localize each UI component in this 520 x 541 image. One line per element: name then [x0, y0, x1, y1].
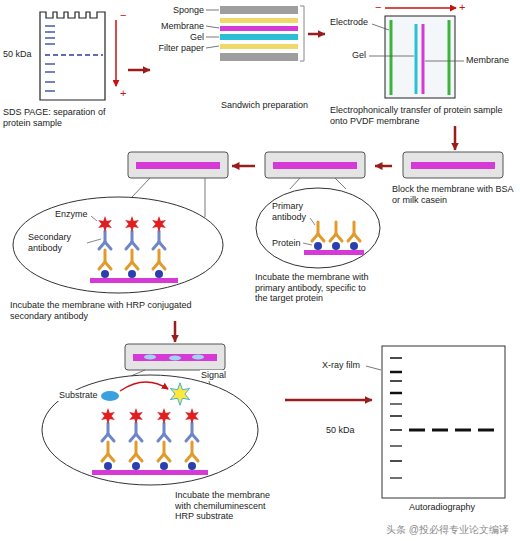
step-caption: Sandwich preparation: [150, 100, 308, 111]
layer-label: Membrane: [154, 21, 204, 32]
step-caption: Autoradiography: [372, 502, 512, 513]
flow-arrow: [308, 33, 325, 36]
layer-label: Gel: [154, 32, 204, 43]
flow-arrow: [285, 399, 372, 402]
step-caption: Incubate the membrane with chemiluminesc…: [175, 490, 285, 522]
part-label: Secondary antibody: [28, 232, 86, 253]
size-marker: 50 kDa: [3, 49, 32, 60]
step-caption: Electrophonically transfer of protein sa…: [330, 105, 515, 126]
step-caption: Block the membrane with BSA or milk case…: [392, 184, 515, 205]
part-label: Gel: [352, 50, 366, 61]
part-label: X-ray film: [322, 360, 360, 371]
step-caption: SDS PAGE: separation of protein sample: [3, 107, 128, 128]
part-label: Membrane: [466, 55, 509, 66]
step-caption: Incubate the membrane with primary antib…: [255, 272, 375, 304]
part-label: Signal: [200, 370, 227, 381]
step-panel: Incubate the membrane with chemiluminesc…: [25, 342, 285, 522]
part-label: Substrate: [58, 390, 99, 401]
polarity-sign: −: [120, 9, 126, 22]
layer-label: Filter paper: [150, 43, 204, 54]
flow-arrow: [174, 321, 177, 342]
polarity-sign: +: [459, 1, 465, 14]
polarity-sign: +: [120, 87, 126, 100]
step-panel: Block the membrane with BSA or milk case…: [392, 150, 515, 205]
step-panel: Autoradiography: [372, 342, 512, 513]
watermark: 头条 @投必得专业论文编译: [386, 524, 509, 536]
part-label: Primary antibody: [272, 201, 312, 222]
step-panel: Incubate the membrane with primary antib…: [255, 150, 375, 304]
step-caption: Incubate the membrane with HRP conjugate…: [10, 300, 225, 321]
polarity-sign: −: [375, 1, 381, 14]
part-label: Protein: [272, 238, 301, 249]
part-label: Electrode: [330, 17, 368, 28]
flow-arrow: [375, 165, 392, 168]
size-marker: 50 kDa: [326, 425, 355, 436]
part-label: Enzyme: [55, 209, 88, 220]
step-panel: Sandwich preparation: [150, 5, 308, 111]
layer-label: Sponge: [154, 5, 204, 16]
flow-arrow: [454, 126, 457, 150]
flow-arrow: [128, 69, 150, 72]
flow-arrow: [232, 165, 255, 168]
step-panel: SDS PAGE: separation of protein sample: [3, 5, 128, 128]
